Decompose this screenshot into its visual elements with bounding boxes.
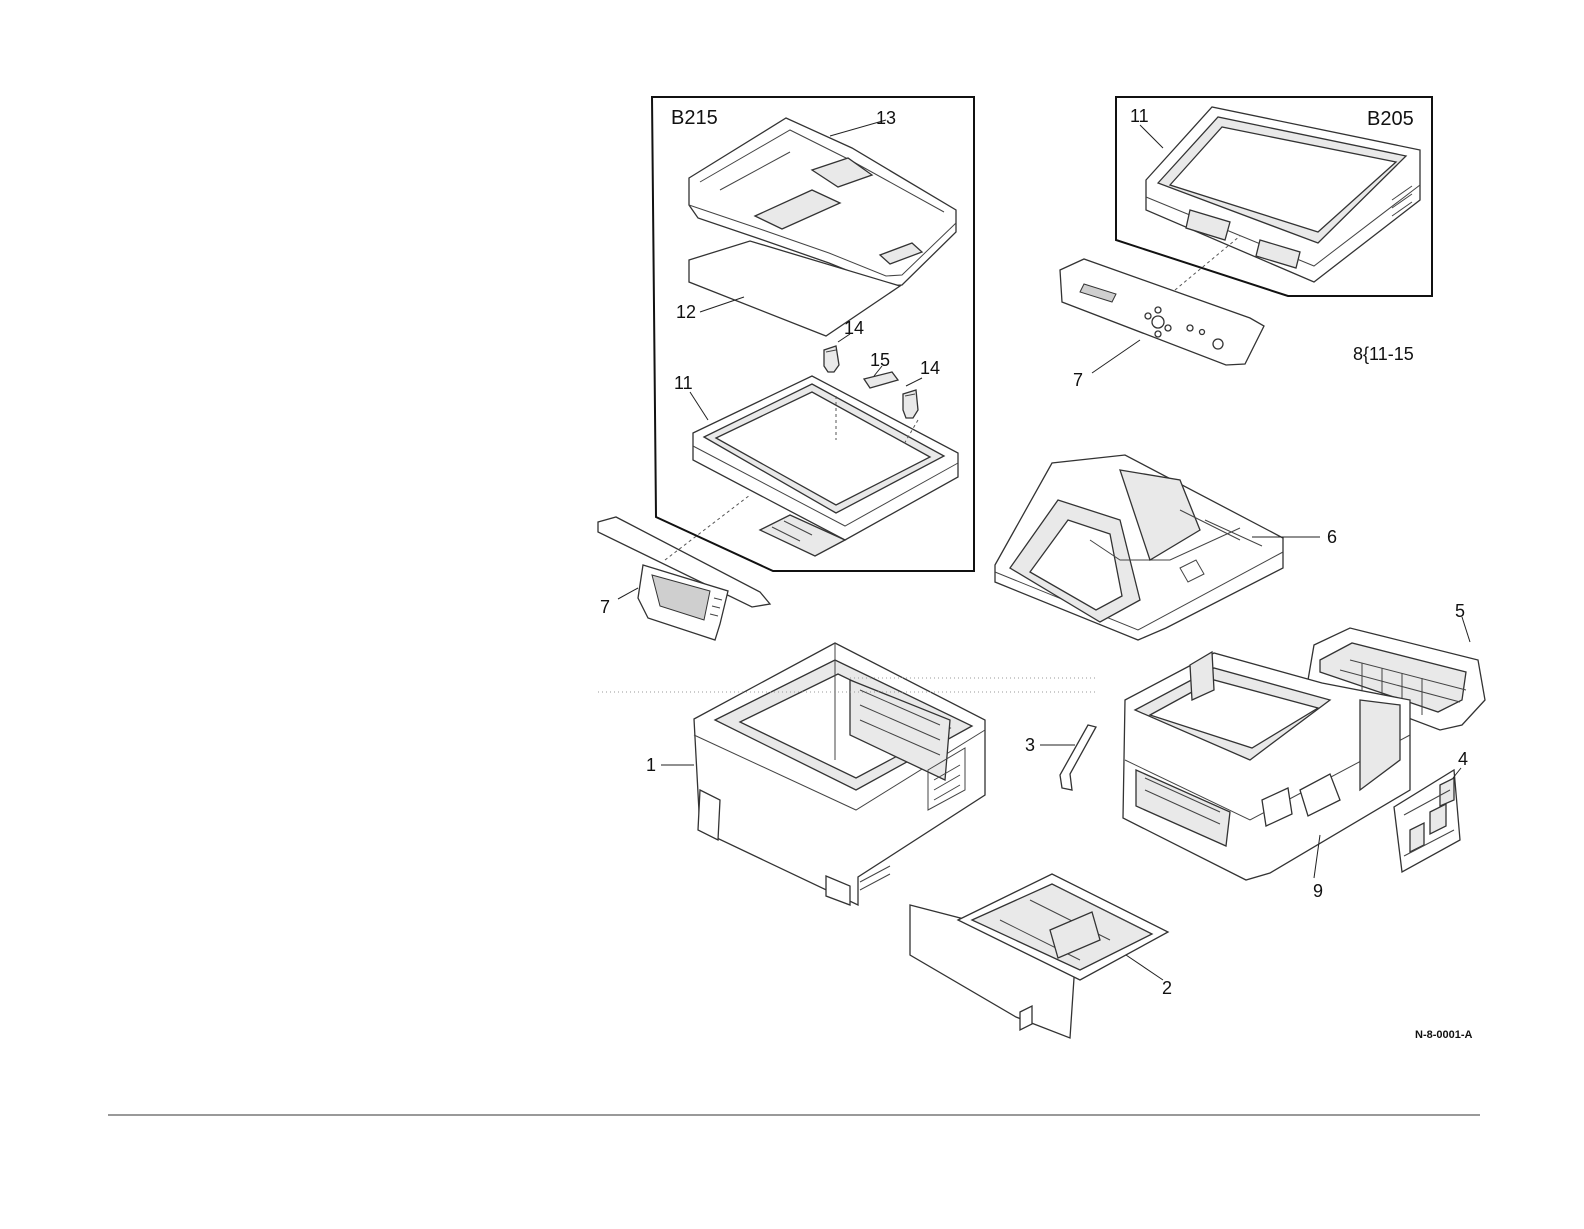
control-panel-part-7-b205 — [1060, 236, 1264, 373]
callout-1: 1 — [646, 755, 656, 775]
callout-14b: 14 — [920, 358, 940, 378]
paper-tray-part-2 — [910, 874, 1168, 1038]
hinge-part-14b — [903, 390, 918, 418]
callout-9: 9 — [1313, 881, 1323, 901]
callout-14a: 14 — [844, 318, 864, 338]
cover-flap-part-15 — [864, 372, 898, 388]
b205-inset: B205 11 — [1116, 97, 1432, 296]
callout-3: 3 — [1025, 735, 1035, 755]
b215-title: B215 — [671, 107, 718, 129]
callout-2: 2 — [1162, 978, 1172, 998]
leader-12 — [700, 297, 744, 312]
scanner-part-11-b215 — [693, 376, 958, 556]
leader-11b — [1140, 125, 1163, 148]
lever-part-3 — [1040, 725, 1096, 790]
leader-11a — [690, 392, 708, 420]
base-frame-part-1 — [661, 643, 985, 905]
callout-5: 5 — [1455, 601, 1465, 621]
scanner-part-11-b205 — [1146, 107, 1420, 282]
leader-14b — [906, 378, 922, 386]
figure-ref-label: 8{11-15 — [1353, 344, 1414, 364]
b205-title: B205 — [1367, 108, 1414, 130]
callout-15: 15 — [870, 350, 890, 370]
figure-code: N-8-0001-A — [1415, 1029, 1473, 1041]
callout-7b: 7 — [1073, 370, 1083, 390]
b215-inset: B215 — [652, 97, 974, 571]
callout-13: 13 — [876, 108, 896, 128]
callout-11b: 11 — [1130, 106, 1149, 126]
callout-7a: 7 — [600, 597, 610, 617]
callout-11a: 11 — [674, 373, 693, 393]
top-cover-part-6 — [995, 455, 1320, 640]
control-panel-part-7-b215 — [598, 495, 770, 640]
callout-12: 12 — [676, 302, 696, 322]
callout-4: 4 — [1458, 749, 1468, 769]
hinge-part-14a — [824, 346, 839, 372]
callout-6: 6 — [1327, 527, 1337, 547]
